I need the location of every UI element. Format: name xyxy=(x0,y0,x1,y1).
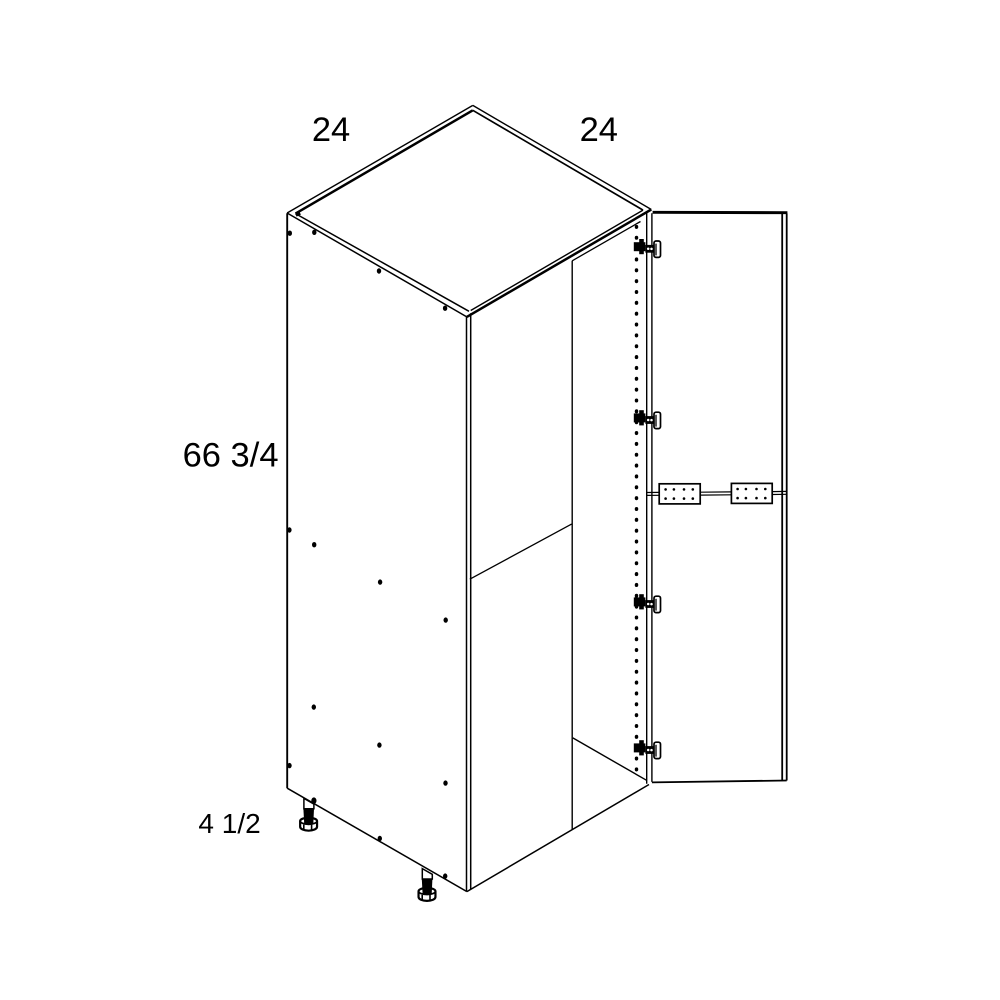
svg-text:4 1/2: 4 1/2 xyxy=(198,808,260,839)
svg-text:66 3/4: 66 3/4 xyxy=(183,437,279,475)
svg-text:24: 24 xyxy=(580,111,618,149)
svg-text:24: 24 xyxy=(312,111,350,149)
